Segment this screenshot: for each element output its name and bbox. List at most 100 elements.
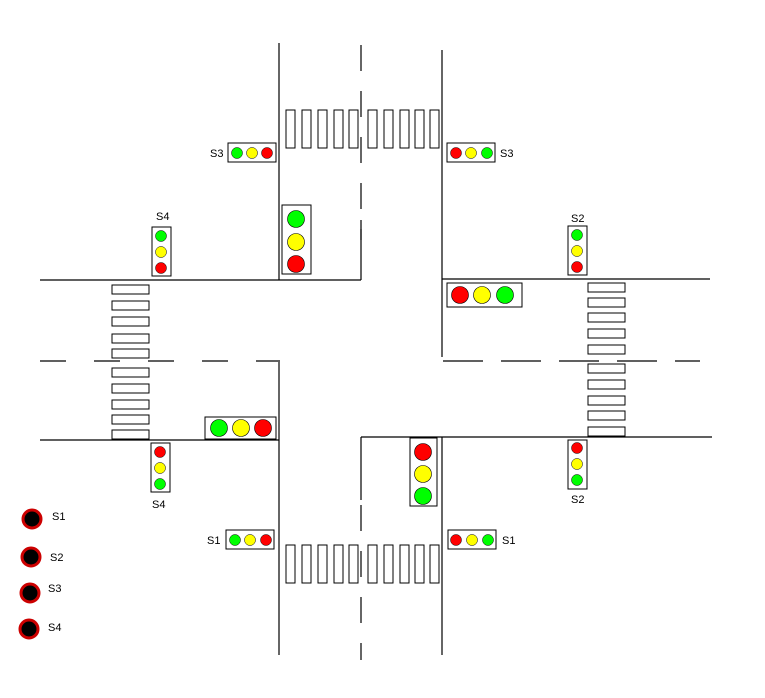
crosswalk-stripe	[587, 395, 626, 406]
red-light-icon	[155, 262, 167, 274]
crosswalk-stripe	[301, 109, 312, 149]
crosswalk-right	[587, 282, 626, 437]
crosswalk-stripe	[317, 109, 328, 149]
green-light-icon	[155, 230, 167, 242]
red-indicator-icon	[18, 618, 40, 640]
crosswalk-stripe	[333, 544, 344, 584]
red-light-icon	[260, 534, 272, 546]
crosswalk-stripe	[587, 363, 626, 374]
crosswalk-stripe	[348, 544, 359, 584]
ped-signal-s4-top: S4	[151, 211, 172, 277]
green-light-icon	[210, 419, 228, 437]
green-light-icon	[571, 474, 583, 486]
center-dashed-lines	[40, 45, 700, 660]
crosswalk-stripe	[587, 328, 626, 339]
green-light-icon	[482, 534, 494, 546]
crosswalk-stripe	[367, 109, 378, 149]
legend-item-s4[interactable]: S4	[18, 618, 61, 640]
crosswalk-stripe	[111, 367, 150, 378]
vehicle-signal-north	[281, 204, 312, 275]
ped-signal-s3-right: S3	[446, 142, 513, 163]
crosswalk-stripe	[383, 109, 394, 149]
crosswalk-stripe	[111, 348, 150, 359]
ped-signal-s2-bottom: S2	[567, 439, 588, 506]
green-light-icon	[571, 229, 583, 241]
yellow-light-icon	[571, 245, 583, 257]
crosswalk-stripe	[111, 333, 150, 344]
red-light-icon	[414, 443, 432, 461]
yellow-light-icon	[244, 534, 256, 546]
crosswalk-left	[111, 284, 150, 440]
crosswalk-stripe	[317, 544, 328, 584]
red-indicator-icon	[20, 546, 42, 568]
signal-label: S2	[571, 494, 584, 506]
crosswalk-stripe	[399, 109, 410, 149]
red-indicator-icon	[19, 582, 41, 604]
crosswalk-stripe	[429, 109, 440, 149]
crosswalk-top	[285, 109, 440, 149]
crosswalk-stripe	[587, 297, 626, 308]
red-light-icon	[450, 147, 462, 159]
ped-signal-s3-left: S3	[210, 142, 277, 163]
crosswalk-stripe	[587, 312, 626, 323]
crosswalk-stripe	[111, 316, 150, 327]
crosswalk-stripe	[367, 544, 378, 584]
legend-label: S3	[48, 583, 61, 595]
crosswalk-bottom	[285, 544, 440, 584]
signal-label: S4	[152, 499, 165, 511]
yellow-light-icon	[465, 147, 477, 159]
crosswalk-stripe	[414, 544, 425, 584]
legend-item-s1[interactable]: S1	[21, 508, 65, 530]
crosswalk-stripe	[429, 544, 440, 584]
legend-item-s3[interactable]: S3	[19, 582, 61, 604]
red-light-icon	[571, 442, 583, 454]
green-light-icon	[496, 286, 514, 304]
red-light-icon	[254, 419, 272, 437]
crosswalk-stripe	[333, 109, 344, 149]
legend-label: S2	[50, 552, 63, 564]
vehicle-signal-east	[446, 282, 523, 308]
green-light-icon	[154, 478, 166, 490]
red-light-icon	[261, 147, 273, 159]
crosswalk-stripe	[383, 544, 394, 584]
legend: S1 S2 S3 S4	[18, 508, 65, 640]
yellow-light-icon	[414, 465, 432, 483]
crosswalk-stripe	[111, 414, 150, 425]
legend-label: S1	[52, 511, 65, 523]
yellow-light-icon	[246, 147, 258, 159]
green-light-icon	[231, 147, 243, 159]
crosswalk-stripe	[111, 284, 150, 295]
red-light-icon	[154, 446, 166, 458]
crosswalk-stripe	[587, 344, 626, 355]
ped-signal-s4-bottom: S4	[150, 442, 171, 511]
crosswalk-stripe	[111, 300, 150, 311]
yellow-light-icon	[154, 462, 166, 474]
red-light-icon	[571, 261, 583, 273]
vehicle-signal-west	[204, 416, 277, 440]
legend-label: S4	[48, 622, 61, 634]
green-light-icon	[287, 210, 305, 228]
red-indicator-icon	[21, 508, 43, 530]
green-light-icon	[481, 147, 493, 159]
crosswalk-stripe	[587, 410, 626, 421]
road-edges	[40, 43, 712, 655]
crosswalk-stripe	[111, 383, 150, 394]
legend-item-s2[interactable]: S2	[20, 546, 63, 568]
crosswalk-stripe	[285, 544, 296, 584]
signal-label: S4	[156, 211, 169, 223]
red-light-icon	[287, 255, 305, 273]
crosswalk-stripe	[399, 544, 410, 584]
crosswalk-stripe	[111, 399, 150, 410]
crosswalk-stripe	[348, 109, 359, 149]
red-light-icon	[450, 534, 462, 546]
signal-label: S1	[502, 535, 515, 547]
yellow-light-icon	[155, 246, 167, 258]
crosswalk-stripe	[111, 429, 150, 440]
signal-label: S1	[207, 535, 220, 547]
ped-signal-s1-right: S1	[447, 529, 515, 550]
ped-signal-s1-left: S1	[207, 529, 275, 550]
yellow-light-icon	[571, 458, 583, 470]
green-light-icon	[414, 487, 432, 505]
yellow-light-icon	[473, 286, 491, 304]
